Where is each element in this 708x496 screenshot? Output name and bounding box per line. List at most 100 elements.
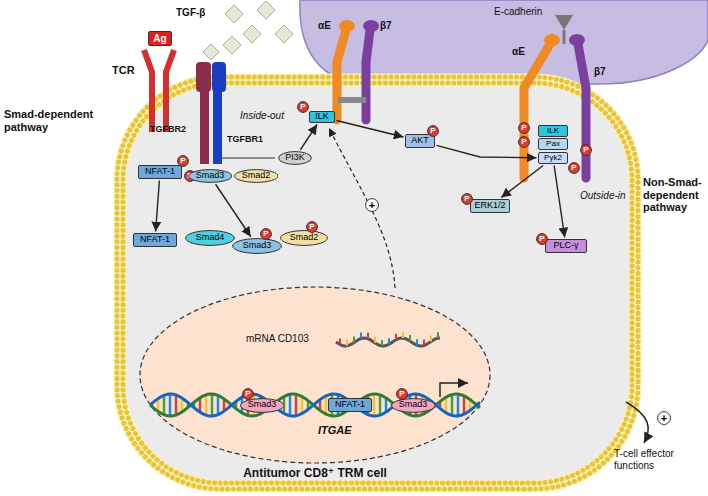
integrin-alpha-head (544, 34, 560, 46)
signal-arrow (554, 166, 565, 238)
protein-oval: Smad2 (280, 230, 328, 246)
phosphate-mark: P (580, 144, 592, 156)
outcome-label: T-cell effector functions (614, 448, 706, 471)
mrna-base (416, 339, 418, 345)
ligand (225, 5, 243, 23)
signal-direction: Inside-out (240, 110, 296, 122)
node-shape (234, 170, 277, 183)
node-label: P (245, 390, 250, 399)
node-label: + (661, 412, 667, 424)
signal-arrow (501, 166, 543, 198)
protein-oval: Smad3 (232, 238, 282, 254)
mrna-base (374, 337, 376, 343)
antigen-box: Ag (148, 31, 172, 46)
plus-sign: + (657, 411, 671, 425)
mrna-base (360, 333, 362, 339)
node-label: Smad2 (290, 233, 319, 243)
pi3k-link (222, 157, 275, 158)
node-shape (298, 102, 309, 113)
phosphate-mark: P (396, 388, 408, 400)
receptor-label: TGFBR2 (150, 124, 198, 134)
node-label: P (309, 223, 314, 232)
integrin-beta (578, 44, 586, 178)
subunit-label: β7 (380, 20, 400, 32)
ligand (223, 36, 241, 54)
dna-helix (150, 394, 480, 416)
node-label: PI3K (285, 153, 305, 163)
node-label: P (521, 138, 526, 147)
node-label: Pyk2 (544, 154, 562, 163)
signal-arrow (156, 181, 160, 232)
signal-arrow (216, 184, 251, 236)
mrna-strand (336, 338, 440, 346)
node-label: Smad3 (248, 400, 277, 410)
node-label: Smad3 (243, 241, 272, 251)
mrna-base (430, 335, 432, 341)
e-cadherin-symbol (555, 15, 573, 30)
integrin-beta (366, 30, 370, 120)
phosphate-mark: P (260, 228, 272, 240)
phosphate-mark: P (177, 155, 189, 167)
dna-rung (175, 395, 178, 415)
membrane-lipids (117, 77, 638, 489)
node-label: ILK (315, 112, 329, 122)
protein-oval: Smad2 (234, 169, 279, 183)
node-shape (658, 412, 671, 425)
ligand (203, 44, 219, 60)
mrna-base (402, 332, 404, 338)
dna-rung (463, 396, 466, 414)
neighbour-cell (300, 0, 708, 84)
tcr-receptor (144, 50, 174, 132)
node-shape (240, 398, 283, 412)
node-shape (391, 398, 434, 412)
subunit-label: β7 (594, 66, 616, 78)
e-cadherin-stem (563, 30, 566, 44)
mrna-base (388, 338, 390, 344)
tgfbr2-receptor (196, 62, 211, 92)
ligand-label: E-cadherin (494, 6, 554, 18)
protein-box: NFAT-1 (328, 398, 372, 412)
dna-strand (150, 394, 480, 416)
node-shape (243, 389, 254, 400)
integrin-beta-head (569, 34, 585, 46)
ligand (275, 25, 293, 43)
node-shape (307, 222, 318, 233)
mrna-base (437, 332, 439, 338)
mrna-base (381, 340, 383, 346)
node-shape (186, 231, 235, 246)
protein-oval: Smad3 (240, 398, 285, 413)
node-label: P (399, 390, 404, 399)
node-label: ILK (547, 127, 559, 136)
protein-box: ILK (538, 125, 568, 137)
protein-box: NFAT-1 (138, 165, 182, 179)
mrna-base (423, 339, 425, 345)
mrna-base (367, 333, 369, 339)
signal-arrow (300, 125, 317, 150)
feedback-arrow (329, 128, 395, 288)
node-shape (581, 145, 592, 156)
protein-oval: Smad4 (185, 230, 235, 246)
phosphate-mark: P (306, 221, 318, 233)
node-label: NFAT-1 (335, 400, 365, 410)
membrane-band (120, 80, 635, 486)
dna-rung (451, 395, 454, 416)
dna-rung (205, 395, 208, 415)
integrin-alpha (337, 30, 346, 120)
signal-arrow (337, 121, 404, 137)
node-label: NFAT-1 (145, 167, 175, 177)
protein-box: ILK (309, 111, 335, 123)
dna-rung (373, 394, 376, 416)
node-label: Smad3 (399, 400, 428, 410)
node-shape (537, 234, 548, 245)
protein-box: Pax (538, 138, 568, 150)
mrna-base (395, 334, 397, 340)
signal-direction: Outside-in (580, 190, 634, 202)
node-label: P (464, 195, 469, 204)
node-label: Smad3 (196, 171, 225, 181)
pathway-label: Non-Smad-dependent pathway (643, 176, 707, 214)
protein-box: Pyk2 (538, 152, 568, 164)
dna-strand (150, 394, 480, 416)
dna-rung (295, 394, 298, 415)
dna-rung (457, 394, 460, 416)
subunit-label: αE (318, 20, 338, 32)
